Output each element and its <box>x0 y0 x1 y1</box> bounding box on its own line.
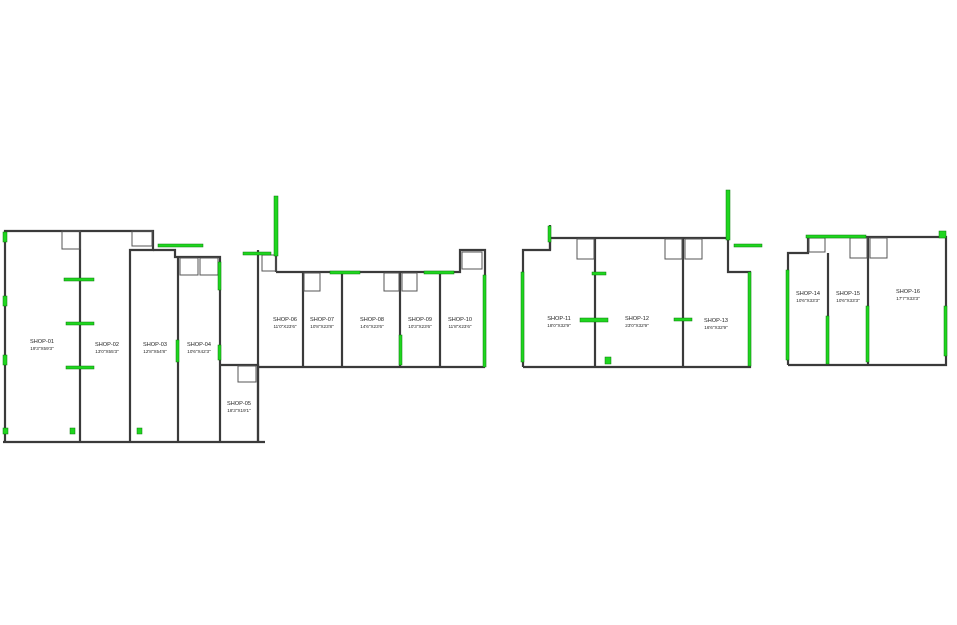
shop-13-label: SHOP-13 <box>704 318 728 324</box>
shop-08-size: 14'6"X23'6" <box>360 324 384 329</box>
shop-01-label: SHOP-01 <box>30 339 54 345</box>
block-2-walls <box>521 190 752 369</box>
shop-08-label: SHOP-08 <box>360 317 384 323</box>
shop-04-label: SHOP-04 <box>187 342 211 348</box>
shop-03-size: 12'8"X54'8" <box>143 349 167 354</box>
shop-12-label: SHOP-12 <box>625 316 649 322</box>
shop-09-size: 10'3"X23'6" <box>408 324 432 329</box>
shop-06-size: 11'0"X23'6" <box>273 324 296 329</box>
highlight-marks <box>2 189 948 435</box>
shop-09-label: SHOP-09 <box>408 317 432 323</box>
shop-15-size: 10'6"X33'3" <box>836 298 860 303</box>
shop-12-size: 23'0"X32'9" <box>625 323 649 328</box>
shop-labels: SHOP-01 19'3"X59'3" SHOP-02 13'0"X55'3" … <box>30 289 920 413</box>
shop-03-label: SHOP-03 <box>143 342 167 348</box>
shop-07-size: 10'8"X23'8" <box>310 324 334 329</box>
shop-02-size: 13'0"X55'3" <box>95 349 119 354</box>
shop-05-label: SHOP-05 <box>227 401 251 407</box>
shop-01-size: 19'3"X59'3" <box>30 346 54 351</box>
shop-05-size: 18'3"X19'1" <box>227 408 251 413</box>
shop-14-label: SHOP-14 <box>796 291 820 297</box>
shop-14-size: 10'6"X33'3" <box>796 298 820 303</box>
shop-06-label: SHOP-06 <box>273 317 297 323</box>
shop-10-size: 11'8"X23'6" <box>448 324 471 329</box>
shop-13-size: 16'6"X32'9" <box>704 325 728 330</box>
shop-16-size: 17'7"X33'3" <box>896 296 920 301</box>
shop-11-label: SHOP-11 <box>547 316 571 322</box>
shop-10-label: SHOP-10 <box>448 317 472 323</box>
shop-04-size: 10'6"X42'3" <box>187 349 211 354</box>
shop-16-label: SHOP-16 <box>896 289 920 295</box>
shop-07-label: SHOP-07 <box>310 317 334 323</box>
shop-02-label: SHOP-02 <box>95 342 119 348</box>
block-1-walls <box>3 196 487 444</box>
shop-11-size: 18'0"X32'9" <box>547 323 571 328</box>
shop-15-label: SHOP-15 <box>836 291 860 297</box>
